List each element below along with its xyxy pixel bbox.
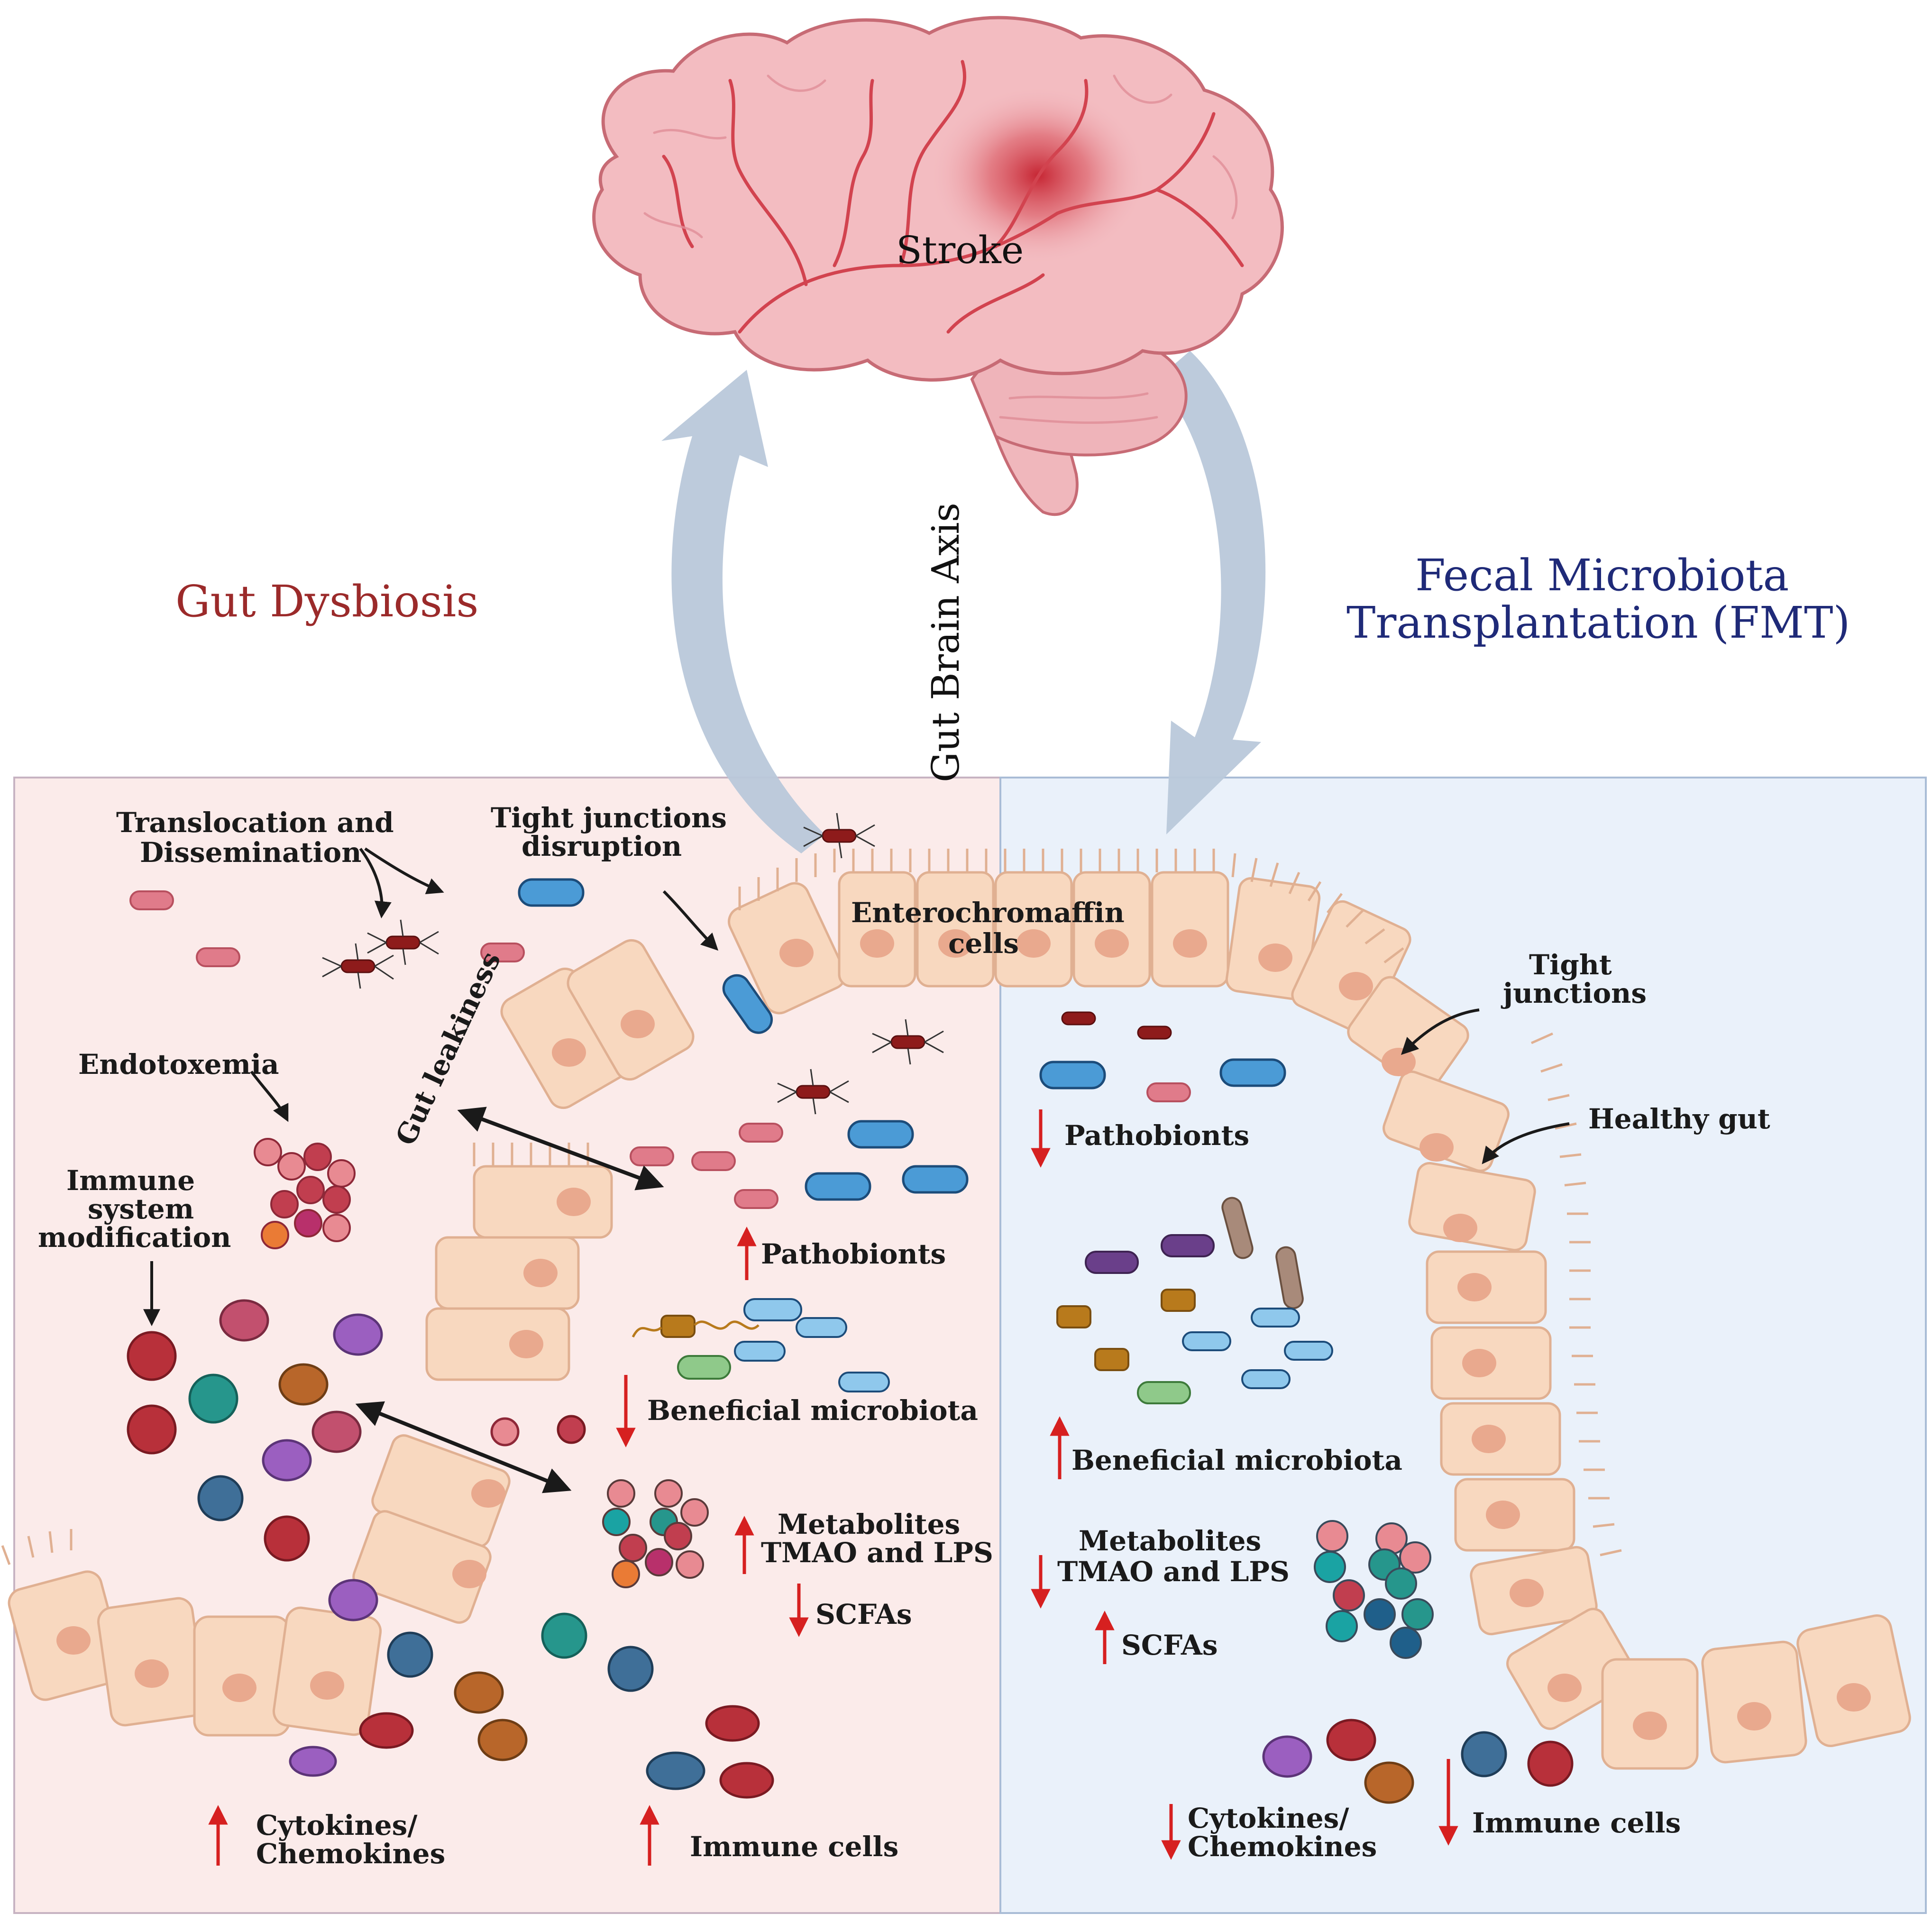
cytokines-right-label-2: Chemokines [1188,1831,1377,1863]
fmt-title-line1: Fecal Microbiota [1415,550,1789,601]
pointer-arrows [143,847,1570,1327]
translocation-label-2: Dissemination [140,836,361,869]
brain-to-gut-arrow [1157,351,1266,834]
cytokines-right-label-1: Cytokines/ [1188,1802,1349,1834]
metabolites-right-label-2: TMAO and LPS [1057,1556,1290,1588]
scfas-down-label: SCFAs [815,1598,912,1630]
gut-brain-axis-label: Gut Brain Axis [924,503,968,782]
immune-cells-right [1262,1719,1574,1804]
endotoxemia-label: Endotoxemia [78,1048,279,1080]
blue-rod-bacterium [518,878,969,1201]
enterochromaffin-label-1: Enterochromaffin [851,897,1125,929]
right-bacteria [1039,1011,1574,1804]
immune-cells-up-label: Immune cells [690,1831,898,1863]
beneficial-up-label: Beneficial microbiota [1071,1444,1402,1476]
scfas-up-label: SCFAs [1121,1629,1218,1661]
cytokines-label-2: Chemokines [256,1838,445,1870]
gut-to-brain-arrow [661,370,825,853]
metabolite-cluster-right [1314,1520,1434,1659]
brain-vessels [662,60,1244,334]
pathobionts-down-label: Pathobionts [1064,1119,1249,1152]
trend-arrows [208,1109,1458,1866]
left-bacteria [127,813,969,1799]
cytokines-label-1: Cytokines/ [256,1809,418,1841]
immune-cells-down-label: Immune cells [1472,1807,1681,1839]
fmt-title-line2: Transplantation (FMT) [1346,597,1850,648]
axis-arrows [661,351,1266,853]
gut-dysbiosis-title: Gut Dysbiosis [175,576,478,627]
healthy-gut-label: Healthy gut [1588,1103,1770,1135]
stroke-label: Stroke [896,228,1024,272]
immune-label-1: Immune [66,1164,195,1197]
metabolites-right-label-1: Metabolites [1079,1525,1261,1557]
tight-junctions-label-2: disruption [522,830,682,862]
immune-label-2: system [88,1193,194,1225]
beneficial-bacteria-left [632,1298,890,1392]
flagella [322,813,944,1115]
fmt-labels: Enterochromaffin cells Tight junctions H… [851,897,1770,1863]
metabolite-cluster-left [602,1479,709,1588]
brain-sulci [643,74,1238,424]
metabolites-label-1: Metabolites [778,1508,960,1540]
beneficial-down-label: Beneficial microbiota [647,1394,978,1427]
left-crypt [8,939,695,1737]
tight-junctions-label-1: Tight junctions [491,802,727,834]
pathobionts-up-label: Pathobionts [761,1238,946,1270]
metabolites-label-2: TMAO and LPS [761,1537,993,1569]
pathobionts-right [1039,1011,1286,1102]
beneficial-bacteria-right [1056,1197,1333,1404]
immune-label-3: modification [38,1221,231,1254]
enterochromaffin-label-2: cells [948,927,1019,960]
brain-illustration: Stroke [592,16,1284,516]
double-arrows [355,1107,664,1493]
endotoxemia-cluster [254,1138,356,1249]
tight-label-2: junctions [1501,977,1647,1009]
translocation-label-1: Translocation and [116,806,394,839]
microvilli [1,849,1622,1565]
tight-label-1: Tight [1529,949,1612,981]
